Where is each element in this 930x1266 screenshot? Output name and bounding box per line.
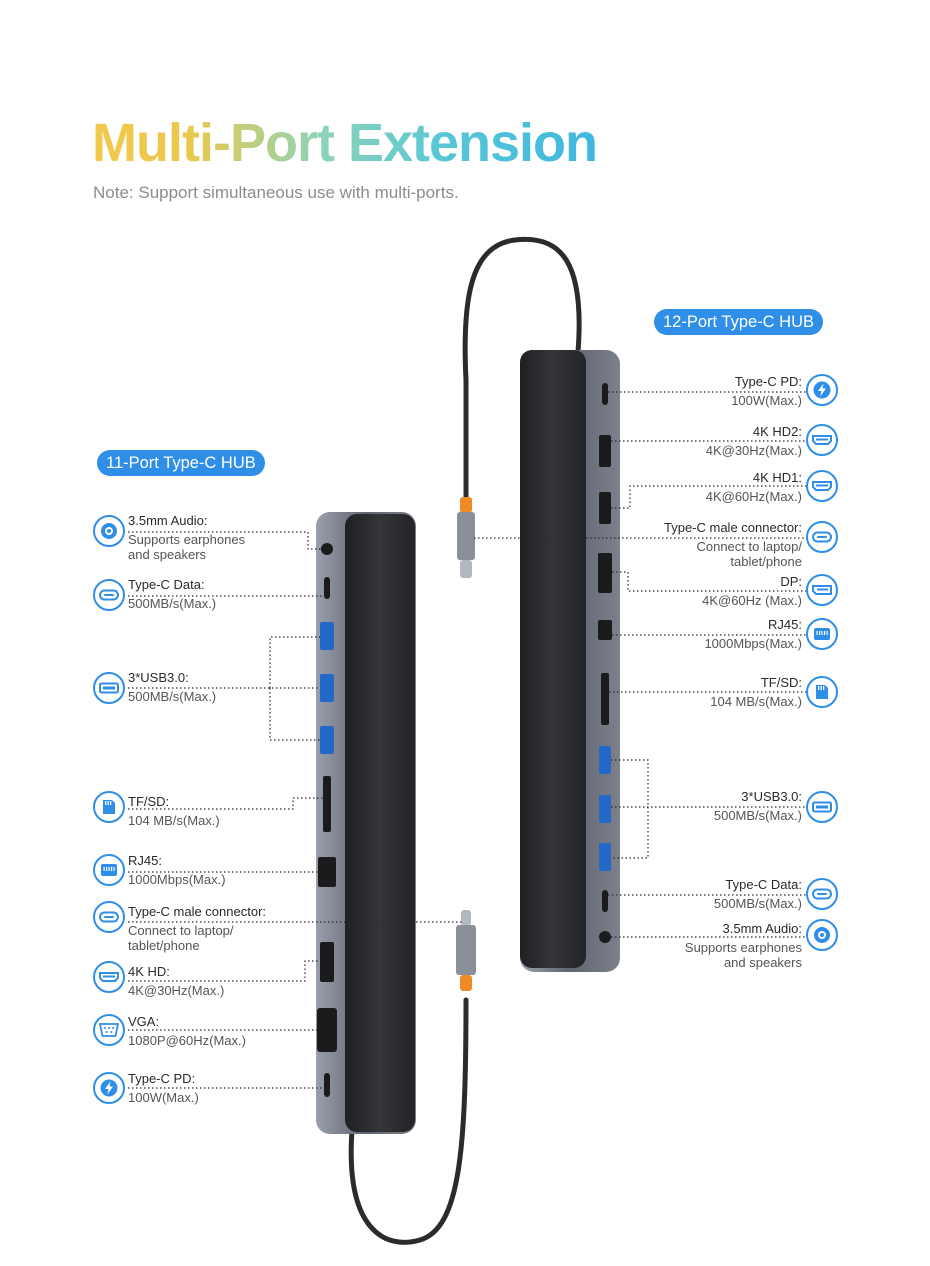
hub12-cable	[457, 236, 582, 578]
port-spec: Supports earphones	[128, 532, 246, 547]
port-spec-line2: and speakers	[128, 547, 207, 562]
port-title: RJ45:	[128, 853, 162, 868]
port-title: RJ45:	[768, 617, 802, 632]
port-title: Type-C PD:	[128, 1071, 196, 1086]
type-c-icon	[93, 579, 125, 611]
port-spec: 500MB/s(Max.)	[128, 689, 217, 704]
port-spec: 104 MB/s(Max.)	[710, 694, 802, 709]
port-title: Type-C Data:	[128, 577, 205, 592]
port-spec: 500MB/s(Max.)	[128, 596, 217, 611]
port-spec: 100W(Max.)	[731, 393, 802, 408]
port-title: 4K HD:	[128, 964, 170, 979]
type-c-icon	[806, 521, 838, 553]
hub12-port-label: 3*USB3.0: 500MB/s(Max.)	[714, 789, 802, 823]
hub12-port-label: RJ45: 1000Mbps(Max.)	[704, 617, 802, 651]
port-title: Type-C Data:	[725, 877, 802, 892]
port-title: 4K HD2:	[752, 424, 802, 439]
hub11-port-label: Type-C male connector: Connect to laptop/…	[128, 904, 266, 953]
hub11-port-label: 4K HD: 4K@30Hz(Max.)	[128, 964, 224, 998]
lightning-icon	[93, 1072, 125, 1104]
usb-icon	[806, 791, 838, 823]
port-spec: 1000Mbps(Max.)	[128, 872, 226, 887]
page-title: Multi-Port Extension	[92, 113, 598, 173]
ethernet-icon	[93, 854, 125, 886]
port-spec: Supports earphones	[684, 940, 802, 955]
hub11-port-label: Type-C Data: 500MB/s(Max.)	[128, 577, 216, 611]
port-spec: Connect to laptop/	[696, 539, 802, 554]
hdmi-icon	[93, 961, 125, 993]
port-spec-line2: and speakers	[723, 955, 802, 970]
port-title: Type-C male connector:	[663, 520, 802, 535]
hub12-port-label: Type-C male connector: Connect to laptop/…	[664, 520, 802, 569]
page-note: Note: Support simultaneous use with mult…	[93, 183, 459, 202]
audio-icon	[93, 515, 125, 547]
hub11-leader-lines	[128, 531, 464, 1089]
sd-card-icon	[806, 676, 838, 708]
port-spec: 500MB/s(Max.)	[713, 808, 802, 823]
port-spec: 100W(Max.)	[128, 1090, 199, 1105]
hdmi-icon	[806, 424, 838, 456]
hub11-port-label: TF/SD: 104 MB/s(Max.)	[128, 794, 220, 828]
hub12-badge: 12-Port Type-C HUB	[654, 309, 823, 335]
hub11-port-label: VGA: 1080P@60Hz(Max.)	[128, 1014, 246, 1048]
lightning-icon	[806, 374, 838, 406]
ethernet-icon	[806, 618, 838, 650]
hub11-port-label: 3*USB3.0: 500MB/s(Max.)	[128, 670, 216, 704]
port-spec: 4K@60Hz(Max.)	[705, 489, 802, 504]
port-title: Type-C male connector:	[128, 904, 267, 919]
type-c-icon	[806, 878, 838, 910]
hub12-device	[520, 350, 620, 972]
port-title: TF/SD:	[128, 794, 170, 809]
displayport-icon	[806, 574, 838, 606]
hub12-port-label: 4K HD2: 4K@30Hz(Max.)	[706, 424, 802, 458]
hdmi-icon	[806, 470, 838, 502]
port-title: 3*USB3.0:	[741, 789, 802, 804]
port-title: Type-C PD:	[734, 374, 802, 389]
port-title: 3.5mm Audio:	[722, 921, 803, 936]
hub11-port-label: Type-C PD: 100W(Max.)	[128, 1071, 199, 1105]
port-spec: Connect to laptop/	[128, 923, 234, 938]
hub11-device	[316, 512, 416, 1134]
port-spec: 4K@60Hz (Max.)	[702, 593, 802, 608]
port-title: VGA:	[128, 1014, 160, 1029]
port-title: 4K HD1:	[752, 470, 802, 485]
hub11-badge: 11-Port Type-C HUB	[97, 450, 265, 476]
hub12-port-label: 4K HD1: 4K@60Hz(Max.)	[706, 470, 802, 504]
port-title: 3.5mm Audio:	[128, 513, 208, 528]
port-spec: 4K@30Hz(Max.)	[705, 443, 802, 458]
hub11-cable	[348, 910, 476, 1245]
port-title: TF/SD:	[760, 675, 802, 690]
hub12-port-label: TF/SD: 104 MB/s(Max.)	[710, 675, 802, 709]
audio-icon	[806, 919, 838, 951]
port-spec: 500MB/s(Max.)	[713, 896, 802, 911]
port-title: 3*USB3.0:	[128, 670, 189, 685]
usb-icon	[93, 672, 125, 704]
type-c-icon	[93, 901, 125, 933]
hub11-port-label: RJ45: 1000Mbps(Max.)	[128, 853, 226, 887]
hub12-port-label: DP: 4K@60Hz (Max.)	[702, 574, 802, 608]
hub12-port-label: Type-C PD: 100W(Max.)	[731, 374, 802, 408]
port-spec: 104 MB/s(Max.)	[128, 813, 220, 828]
port-spec: 4K@30Hz(Max.)	[128, 983, 225, 998]
hub12-leader-lines	[474, 391, 806, 938]
port-spec: 1000Mbps(Max.)	[704, 636, 802, 651]
sd-card-icon	[93, 791, 125, 823]
hub12-port-label: Type-C Data: 500MB/s(Max.)	[714, 877, 802, 911]
port-spec-line2: tablet/phone	[730, 554, 802, 569]
vga-icon	[93, 1014, 125, 1046]
port-spec-line2: tablet/phone	[128, 938, 200, 953]
port-title: DP:	[780, 574, 802, 589]
port-spec: 1080P@60Hz(Max.)	[128, 1033, 246, 1048]
